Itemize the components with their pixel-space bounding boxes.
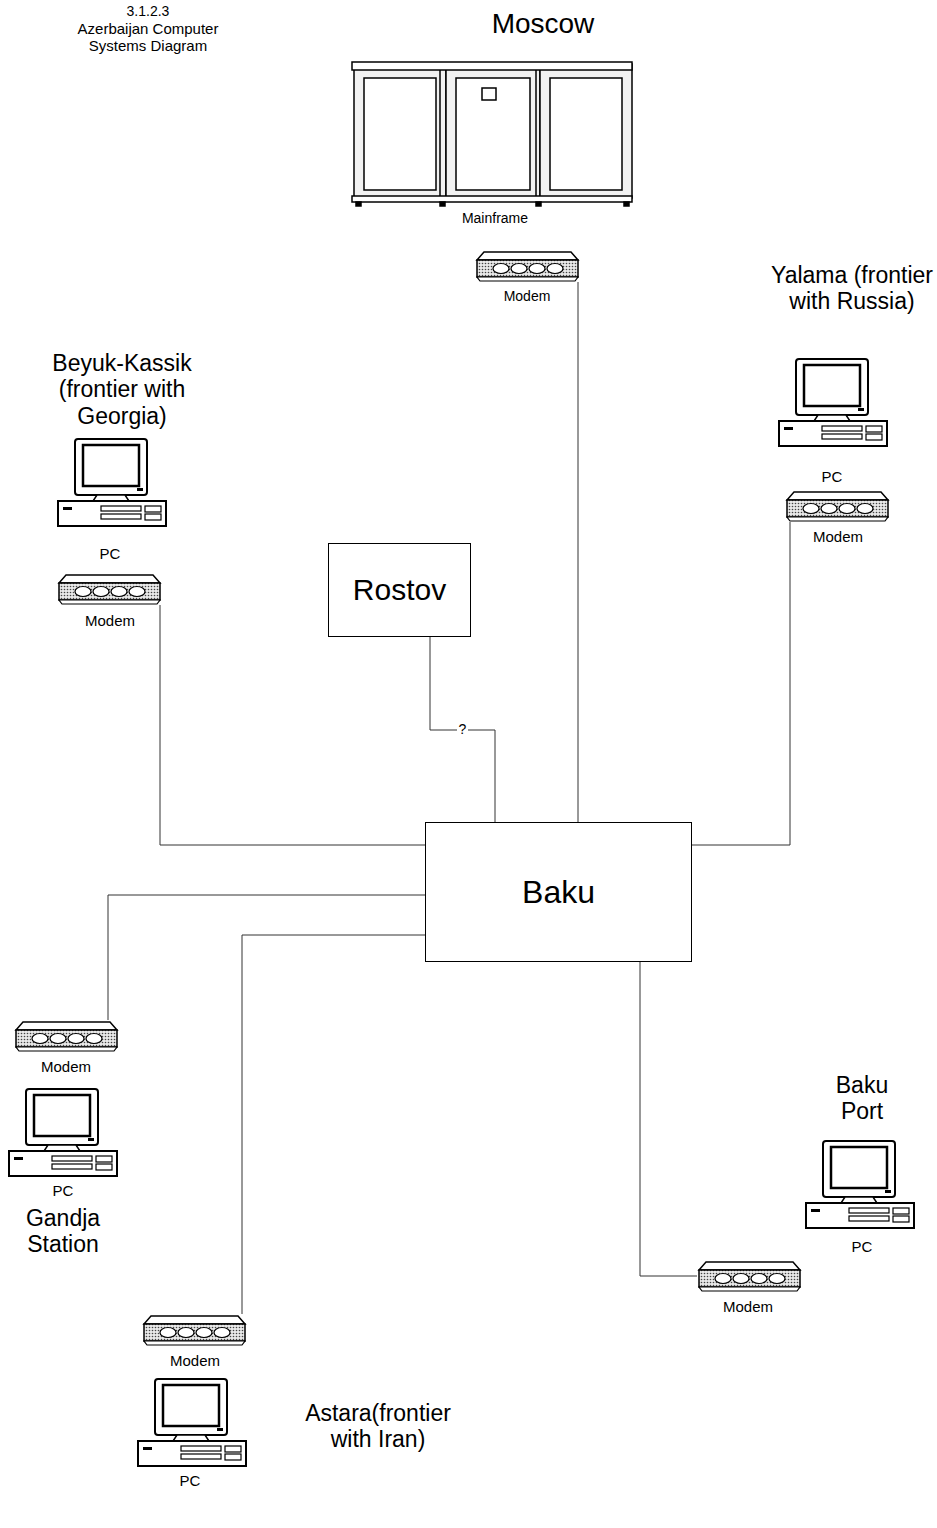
network-link	[242, 935, 425, 1314]
section-number: 3.1.2.3	[68, 3, 228, 19]
network-link	[430, 637, 495, 822]
equipment-label: Modem	[70, 612, 150, 629]
equipment-label: Modem	[798, 528, 878, 545]
equipment-label: PC	[90, 545, 130, 562]
network-link	[578, 282, 579, 822]
equipment-label: PC	[812, 468, 852, 485]
site-node: Yalama (frontier with Russia)PCModem	[770, 258, 935, 522]
location-box: Baku	[425, 822, 692, 962]
pc-icon	[779, 359, 887, 446]
site-node: Beyuk-Kassik (frontier with Georgia)PCMo…	[40, 345, 205, 605]
equipment-label: PC	[170, 1472, 210, 1489]
modem-icon	[59, 575, 160, 604]
site-node: Baku PortModemPC	[697, 1070, 915, 1292]
network-link	[692, 522, 790, 845]
pc-icon	[806, 1141, 914, 1228]
modem-icon	[16, 1022, 117, 1051]
modem-icon	[699, 1262, 800, 1291]
network-link	[160, 605, 425, 845]
network-link	[108, 895, 425, 1020]
mainframe-illustration	[352, 62, 632, 206]
equipment-label: Astara(frontier with Iran)	[288, 1400, 468, 1453]
link-label: ?	[457, 722, 469, 737]
location-name: Baku	[522, 874, 595, 911]
modem-icon	[787, 492, 888, 521]
equipment-label: PC	[43, 1182, 83, 1199]
site-name: Baku Port	[822, 1072, 902, 1125]
pc-icon	[9, 1089, 117, 1176]
modem-icon	[144, 1316, 245, 1345]
equipment-label: Modem	[155, 1352, 235, 1369]
pc-icon	[138, 1379, 246, 1466]
location-box: Rostov	[328, 543, 471, 637]
site-node: ModemPC Gandja Station	[5, 1020, 130, 1266]
equipment-label: Mainframe	[435, 210, 555, 226]
site-node: ModemAstara(frontier with Iran) PC	[135, 1314, 470, 1524]
network-link	[640, 962, 697, 1276]
diagram-title: Azerbaijan Computer Systems Diagram	[68, 20, 228, 55]
site-name: Yalama (frontier with Russia)	[770, 262, 934, 315]
location-name: Rostov	[353, 573, 446, 608]
site-node: MoscowMainframeModem	[352, 5, 632, 282]
equipment-label: Gandja Station	[3, 1205, 123, 1258]
equipment-label: Modem	[487, 288, 567, 304]
pc-icon	[58, 439, 166, 526]
site-name: Moscow	[433, 8, 653, 40]
equipment-label: Modem	[26, 1058, 106, 1075]
site-name: Beyuk-Kassik (frontier with Georgia)	[40, 350, 204, 429]
equipment-label: Modem	[708, 1298, 788, 1315]
modem-icon	[477, 252, 578, 281]
equipment-label: PC	[842, 1238, 882, 1255]
